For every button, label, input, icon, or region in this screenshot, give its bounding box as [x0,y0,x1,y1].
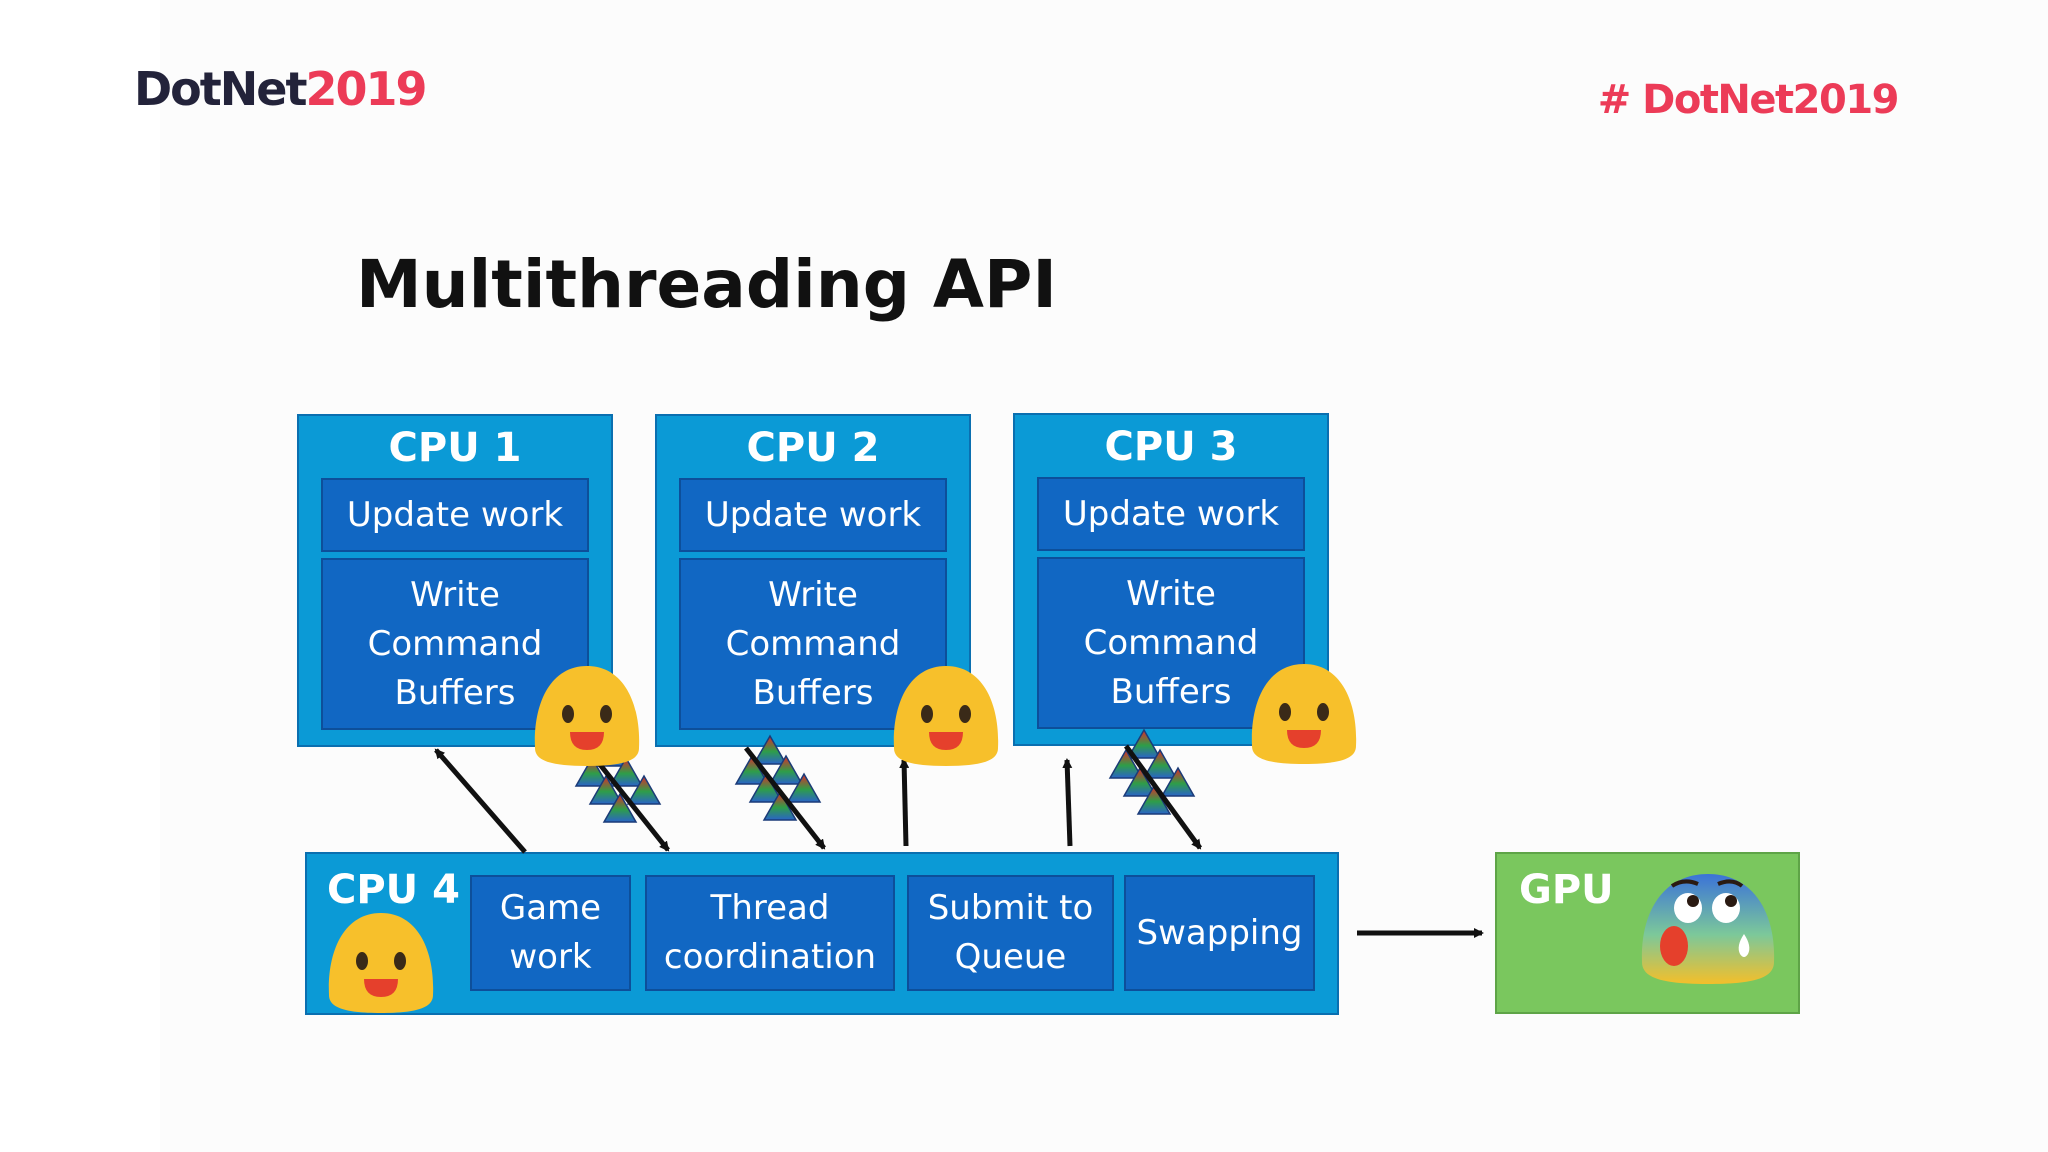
cpu4-submit-queue: Submit to Queue [907,875,1114,991]
cpu1-box: CPU 1 Update work Write Command Buffers [297,414,613,747]
cpu3-write-label: Write Command Buffers [1083,573,1259,712]
cpu2-write-label: Write Command Buffers [725,574,901,713]
cpu3-title: CPU 3 [1104,424,1238,470]
cpu2-update-work: Update work [679,478,947,552]
arrow-submit-to-cpu3 [1062,758,1073,847]
triangle-cluster-icon [1109,729,1195,815]
cpu2-title: CPU 2 [746,425,880,471]
cpu1-write-label: Write Command Buffers [367,574,543,713]
scared-face-icon [1641,874,1775,984]
submit-queue-label: Submit to Queue [927,888,1094,977]
cpu4-box: CPU 4 Game work Thread coordination Subm… [305,852,1339,1015]
cpu3-update-work: Update work [1037,477,1305,551]
cpu2-write-buffers: Write Command Buffers [679,558,947,730]
cpu2-update-label: Update work [704,494,922,535]
logo-year: 2019 [305,62,427,116]
cpu4-game-work: Game work [470,875,631,991]
logo-text: DotNet [134,62,307,116]
thread-coordination-label: Thread coordination [663,888,877,977]
cpu4-thread-coordination: Thread coordination [645,875,895,991]
dotnet-logo: DotNet2019 [134,66,428,112]
cpu1-title: CPU 1 [388,425,522,471]
arrow-cpu3-to-swapping [1123,744,1203,850]
arrow-game-to-cpu1 [434,748,527,854]
arrow-cpu1-to-thread [588,750,670,852]
cpu4-title: CPU 4 [327,867,460,913]
cpu1-write-buffers: Write Command Buffers [321,558,589,730]
happy-face-icon [534,666,640,766]
cpu2-box: CPU 2 Update work Write Command Buffers [655,414,971,747]
happy-face-icon [1251,664,1357,764]
cpu4-swapping: Swapping [1124,875,1315,991]
happy-face-icon [328,913,434,1013]
hashtag: # DotNet2019 [1597,77,1900,123]
happy-face-icon [893,666,999,766]
arrow-submit-to-cpu2 [899,758,910,847]
cpu3-box: CPU 3 Update work Write Command Buffers [1013,413,1329,746]
arrow-cpu2-to-thread [744,746,826,850]
cpu3-update-label: Update work [1062,493,1280,534]
cpu1-update-label: Update work [346,494,564,535]
cpu1-update-work: Update work [321,478,589,552]
slide-title: Multithreading API [356,246,1057,323]
gpu-title: GPU [1519,867,1614,913]
swapping-label: Swapping [1136,912,1303,953]
game-work-label: Game work [499,888,602,977]
